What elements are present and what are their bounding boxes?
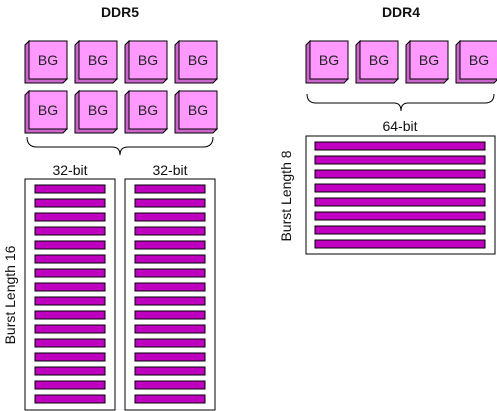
- ddr4-title: DDR4: [382, 4, 420, 20]
- ddr4-burst-beat: [314, 197, 486, 207]
- bank-group-face: [128, 40, 168, 80]
- ddr5-bank-group: BG: [24, 39, 69, 84]
- bank-group-label: BG: [38, 102, 58, 118]
- bank-group-face: [78, 90, 118, 130]
- ddr4-burst-beat: [314, 183, 486, 193]
- ddr5-channel-b-burst-beat: [134, 212, 206, 222]
- ddr5-channel-b-burst-beat: [134, 282, 206, 292]
- ddr5-channel-b-burst-beat: [134, 198, 206, 208]
- ddr5-channel-b-burst-beat: [134, 268, 206, 278]
- bank-group-face: [309, 40, 349, 80]
- ddr4-bank-groups: BG BG BG BG: [305, 39, 497, 84]
- ddr5-channel-b-burst-beat: [134, 324, 206, 334]
- bank-group-label: BG: [138, 102, 158, 118]
- ddr5-bank-group: BG: [74, 89, 119, 134]
- ddr5-channel-a-width-label: 32-bit: [52, 162, 87, 178]
- ddr5-bank-group: BG: [74, 39, 119, 84]
- ddr5-bank-groups: BG BG BG BG BG BG BG BG: [24, 39, 219, 134]
- ddr5-bank-group: BG: [124, 39, 169, 84]
- ddr4-burst-length-label: Burst Length 8: [278, 150, 294, 241]
- ddr5-burst-length-label: Burst Length 16: [2, 245, 18, 344]
- ddr5-bank-group: BG: [174, 39, 219, 84]
- bank-group-face: [78, 40, 118, 80]
- ddr5-channel-b-burst-bars: [134, 184, 206, 404]
- bank-group-label: BG: [138, 52, 158, 68]
- ddr5-title: DDR5: [101, 4, 139, 20]
- ddr5-channel-b-burst-beat: [134, 240, 206, 250]
- ddr5-channel-a-burst-beat: [34, 212, 106, 222]
- ddr5-channel-a-burst-beat: [34, 380, 106, 390]
- ddr5-channel-b-burst-beat: [134, 394, 206, 404]
- ddr4-brace: [306, 93, 495, 112]
- bank-group-face: [178, 90, 218, 130]
- ddr5-bank-group: BG: [24, 89, 69, 134]
- ddr4-burst-panel: [305, 135, 496, 255]
- ddr5-channel-a-burst-beat: [34, 296, 106, 306]
- ddr5-bank-group: BG: [174, 89, 219, 134]
- bank-group-face: [178, 40, 218, 80]
- ddr4-bank-group: BG: [305, 39, 350, 84]
- ddr4-burst-beat: [314, 211, 486, 221]
- ddr5-channel-b-burst-beat: [134, 310, 206, 320]
- ddr5-channel-b-burst-beat: [134, 366, 206, 376]
- bank-group-label: BG: [469, 52, 489, 68]
- ddr5-channel-a-burst-beat: [34, 352, 106, 362]
- bank-group-label: BG: [369, 52, 389, 68]
- ddr4-width-label: 64-bit: [382, 118, 417, 134]
- ddr4-burst-beat: [314, 225, 486, 235]
- bank-group-label: BG: [38, 52, 58, 68]
- ddr4-bank-group: BG: [405, 39, 450, 84]
- bank-group-label: BG: [88, 102, 108, 118]
- bank-group-face: [359, 40, 399, 80]
- bank-group-label: BG: [88, 52, 108, 68]
- ddr5-channel-a-burst-beat: [34, 310, 106, 320]
- bank-group-label: BG: [188, 52, 208, 68]
- ddr5-channel-a-burst-bars: [34, 184, 106, 404]
- ddr5-channel-b-burst-beat: [134, 380, 206, 390]
- ddr4-bank-group: BG: [455, 39, 497, 84]
- ddr4-burst-beat: [314, 239, 486, 249]
- bank-group-face: [409, 40, 449, 80]
- ddr5-channel-b-burst-beat: [134, 226, 206, 236]
- ddr5-channel-a-burst-beat: [34, 240, 106, 250]
- ddr4-burst-beat: [314, 169, 486, 179]
- bank-group-label: BG: [419, 52, 439, 68]
- ddr5-channel-a-burst-beat: [34, 324, 106, 334]
- ddr5-bank-group: BG: [124, 89, 169, 134]
- ddr5-channel-a-burst-beat: [34, 198, 106, 208]
- bank-group-label: BG: [319, 52, 339, 68]
- ddr5-channel-a-burst-beat: [34, 338, 106, 348]
- bank-group-label: BG: [188, 102, 208, 118]
- ddr4-burst-bars: [314, 141, 486, 249]
- ddr5-channel-b-burst-beat: [134, 296, 206, 306]
- ddr4-burst-beat: [314, 141, 486, 151]
- ddr5-channel-b-burst-beat: [134, 352, 206, 362]
- ddr5-channel-a-burst-beat: [34, 184, 106, 194]
- ddr5-channel-a-burst-beat: [34, 282, 106, 292]
- ddr5-channel-b-burst-beat: [134, 254, 206, 264]
- ddr5-channel-a-burst-beat: [34, 394, 106, 404]
- bank-group-face: [128, 90, 168, 130]
- bank-group-face: [459, 40, 497, 80]
- bank-group-face: [28, 90, 68, 130]
- ddr5-channel-a-burst-beat: [34, 254, 106, 264]
- ddr5-channel-a-burst-beat: [34, 366, 106, 376]
- ddr4-burst-beat: [314, 155, 486, 165]
- ddr5-channel-b-width-label: 32-bit: [152, 162, 187, 178]
- ddr5-channel-a-burst-beat: [34, 268, 106, 278]
- ddr4-bank-group: BG: [355, 39, 400, 84]
- ddr5-channel-a-burst-beat: [34, 226, 106, 236]
- bank-group-face: [28, 40, 68, 80]
- ddr5-channel-b-burst-beat: [134, 184, 206, 194]
- ddr5-brace: [26, 136, 214, 156]
- ddr5-channel-b-burst-beat: [134, 338, 206, 348]
